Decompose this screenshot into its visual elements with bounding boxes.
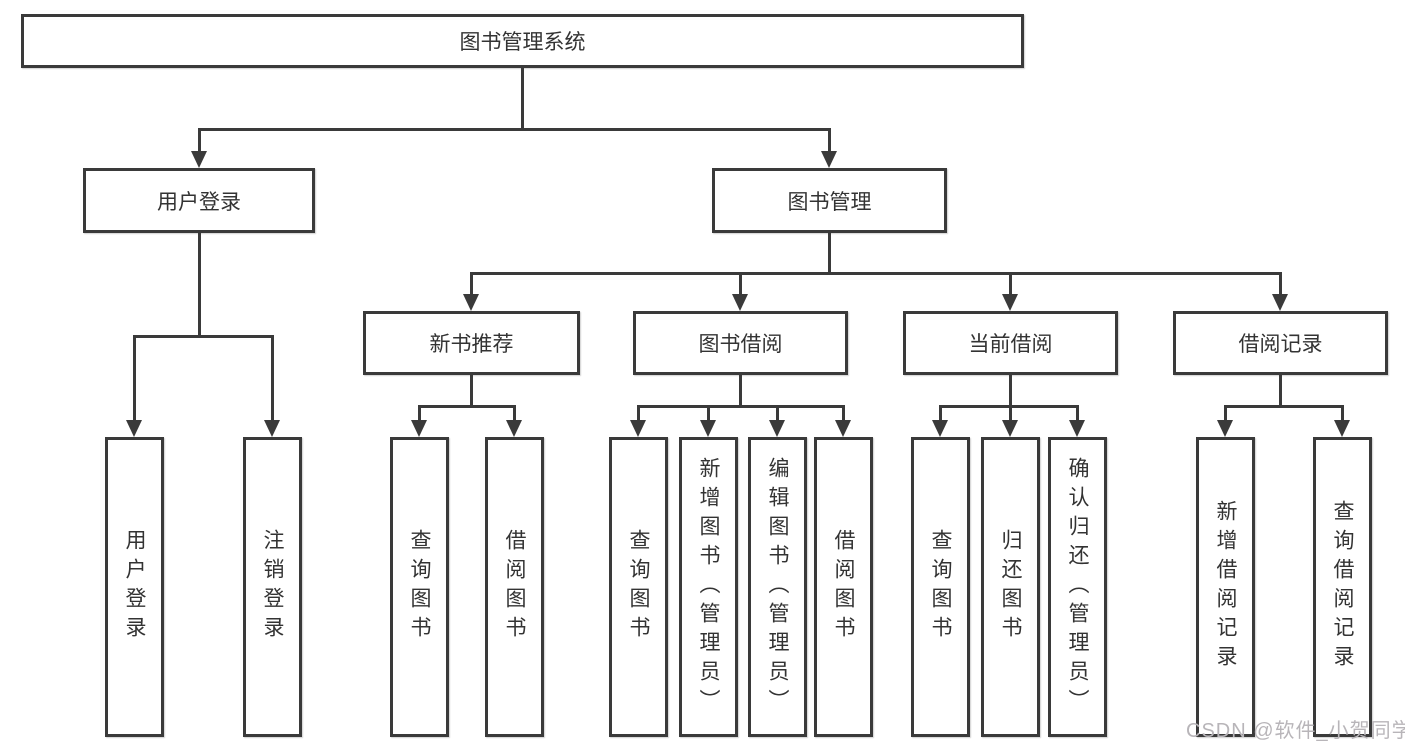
connector-line: [1224, 405, 1227, 421]
connector-line: [776, 405, 779, 421]
connector-line: [828, 233, 831, 273]
connector-line: [828, 128, 831, 154]
connector-line: [1279, 375, 1282, 406]
connector-line: [470, 272, 473, 296]
arrow-down-icon: [1002, 294, 1018, 311]
arrow-down-icon: [463, 294, 479, 311]
connector-line: [271, 335, 274, 421]
leaf-borrow-books-recommend: 借阅图书: [485, 437, 544, 737]
arrow-down-icon: [1002, 420, 1018, 437]
leaf-confirm-return-admin: 确认归还（管理员）: [1048, 437, 1107, 737]
connector-line: [198, 128, 831, 131]
node-borrowing-records: 借阅记录: [1173, 311, 1388, 375]
connector-line: [739, 272, 742, 296]
arrow-down-icon: [1069, 420, 1085, 437]
arrow-down-icon: [769, 420, 785, 437]
arrow-down-icon: [835, 420, 851, 437]
connector-line: [133, 335, 274, 338]
node-library-management-system: 图书管理系统: [21, 14, 1024, 68]
connector-line: [1009, 405, 1012, 421]
connector-line: [521, 68, 524, 128]
arrow-down-icon: [821, 151, 837, 168]
leaf-add-book-admin: 新增图书（管理员）: [679, 437, 738, 737]
leaf-query-borrow-record: 查询借阅记录: [1313, 437, 1372, 737]
connector-line: [198, 128, 201, 154]
leaf-borrow-books: 借阅图书: [814, 437, 873, 737]
connector-line: [637, 405, 844, 408]
node-current-borrowing: 当前借阅: [903, 311, 1118, 375]
node-new-book-recommendation: 新书推荐: [363, 311, 580, 375]
arrow-down-icon: [932, 420, 948, 437]
connector-line: [470, 375, 473, 406]
arrow-down-icon: [732, 294, 748, 311]
arrow-down-icon: [1272, 294, 1288, 311]
connector-line: [637, 405, 640, 421]
connector-line: [198, 233, 201, 336]
connector-line: [739, 375, 742, 406]
arrow-down-icon: [1334, 420, 1350, 437]
connector-line: [1341, 405, 1344, 421]
arrow-down-icon: [630, 420, 646, 437]
arrow-down-icon: [264, 420, 280, 437]
node-book-management: 图书管理: [712, 168, 947, 233]
leaf-query-books-recommend: 查询图书: [390, 437, 449, 737]
connector-line: [1279, 272, 1282, 296]
leaf-edit-book-admin: 编辑图书（管理员）: [748, 437, 807, 737]
node-book-borrowing: 图书借阅: [633, 311, 848, 375]
leaf-return-books: 归还图书: [981, 437, 1040, 737]
arrow-down-icon: [506, 420, 522, 437]
connector-line: [513, 405, 516, 421]
connector-line: [1076, 405, 1079, 421]
connector-line: [707, 405, 710, 421]
connector-line: [133, 335, 136, 421]
arrow-down-icon: [700, 420, 716, 437]
node-user-login: 用户登录: [83, 168, 315, 233]
leaf-logout: 注销登录: [243, 437, 302, 737]
connector-line: [418, 405, 421, 421]
connector-line: [418, 405, 516, 408]
arrow-down-icon: [126, 420, 142, 437]
arrow-down-icon: [1217, 420, 1233, 437]
leaf-query-books-borrowing: 查询图书: [609, 437, 668, 737]
connector-line: [470, 272, 1282, 275]
arrow-down-icon: [191, 151, 207, 168]
leaf-query-books-current: 查询图书: [911, 437, 970, 737]
leaf-add-borrow-record: 新增借阅记录: [1196, 437, 1255, 737]
connector-line: [1009, 375, 1012, 406]
connector-line: [939, 405, 942, 421]
connector-line: [1009, 272, 1012, 296]
arrow-down-icon: [411, 420, 427, 437]
connector-line: [1224, 405, 1343, 408]
connector-line: [842, 405, 845, 421]
connector-line: [939, 405, 1078, 408]
leaf-user-login: 用户登录: [105, 437, 164, 737]
csdn-watermark: CSDN @软件_小贺同学: [1186, 720, 1405, 742]
